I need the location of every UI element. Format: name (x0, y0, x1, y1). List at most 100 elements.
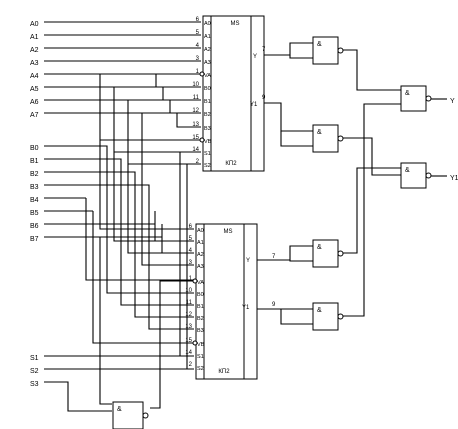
wire-m2y-nand3b (289, 260, 313, 262)
wire-m1y-nand1b (289, 55, 313, 59)
wire-a4-mux1-b (100, 73, 201, 88)
mux2-pin-S1: S1 (197, 354, 204, 360)
wire-a4-mux2 (44, 73, 194, 230)
mux1-pin-B1: B1 (204, 99, 211, 105)
mux2-inv-bubble (192, 340, 198, 346)
mux2-pin-B0: B0 (197, 292, 204, 298)
mux2-part: КП2 (218, 369, 230, 375)
mux1-pin-VB: VB (204, 139, 212, 145)
mux1-out-num-7: 7 (262, 47, 266, 53)
output-label-y: Y (450, 98, 455, 105)
wire-b0-mux2 (44, 145, 194, 294)
mux2-pin-B3: B3 (197, 328, 204, 334)
mux2-pin-A2: A2 (197, 252, 204, 258)
mux2-pin-num-4: 4 (189, 248, 193, 254)
mux2-pin-num-2: 2 (189, 362, 193, 368)
mux1-pin-A0: A0 (204, 21, 211, 27)
mux1-inv-bubble (199, 71, 205, 77)
input-label-a1: A1 (30, 34, 39, 41)
mux1-pin-num-10: 10 (192, 82, 199, 88)
input-label-b4: B4 (30, 197, 39, 204)
nand-2-body (312, 124, 339, 153)
mux2-pin-num-6: 6 (189, 224, 193, 230)
mux2-title: MS (224, 229, 233, 235)
mux2-out-strip (243, 223, 258, 380)
wire-n4-out (343, 103, 401, 317)
nand-out-y1-body (400, 162, 427, 189)
mux1-pin-num-2: 2 (196, 159, 200, 165)
wire-vb2 (92, 211, 194, 344)
wire-nand-out (150, 280, 194, 409)
input-label-a5: A5 (30, 86, 39, 93)
nand-2-bubble (337, 135, 344, 142)
wire-n3-out (343, 167, 401, 254)
wire-s3-feed (99, 237, 112, 405)
nand-s3-bubble (142, 412, 149, 419)
input-label-a0: A0 (30, 21, 39, 28)
input-label-a2: A2 (30, 47, 39, 54)
nand-2-label: & (317, 129, 322, 136)
mux1-out-strip (250, 15, 265, 172)
input-label-b2: B2 (30, 171, 39, 178)
input-label-a3: A3 (30, 60, 39, 67)
mux2-pin-num-10: 10 (185, 288, 192, 294)
mux2-inv-bubble (192, 278, 198, 284)
nand-3-label: & (317, 244, 322, 251)
nand-4-bubble (337, 313, 344, 320)
wire-n2-out (343, 137, 401, 176)
nand-out-y-label: & (405, 90, 410, 97)
wire-m1y1-nand2b (280, 131, 313, 147)
nand-out-y-bubble (425, 95, 432, 102)
mux1-pin-A3: A3 (204, 60, 211, 66)
mux1-pin-B3: B3 (204, 126, 211, 132)
nand-out-y1-bubble (425, 172, 432, 179)
wire-m2y-nand3 (257, 245, 313, 261)
mux1-pin-B0: B0 (204, 86, 211, 92)
wire-a5-mux2 (44, 86, 194, 242)
input-label-a7: A7 (30, 112, 39, 119)
nand-3-bubble (337, 250, 344, 257)
mux1-body (210, 15, 252, 172)
mux1-out-num-9: 9 (262, 95, 266, 101)
mux1-out-y1: Y1 (250, 102, 258, 108)
nand-4-body (312, 302, 339, 331)
mux2-pin-num-14: 14 (185, 350, 192, 356)
input-label-b1: B1 (30, 158, 39, 165)
nand-4-label: & (317, 307, 322, 314)
mux2-pin-A0: A0 (197, 228, 204, 234)
wire-a6-mux1-b (128, 99, 201, 114)
mux1-out-y: Y (253, 54, 257, 60)
mux1-pin-S1: S1 (204, 151, 211, 157)
mux1-pin-num-11: 11 (193, 95, 200, 101)
mux1-pin-A2: A2 (204, 47, 211, 53)
input-label-b7: B7 (30, 236, 39, 243)
mux2-pin-VA: VA (197, 280, 204, 286)
wire-n1-out (343, 49, 401, 91)
mux1-pin-num-6: 6 (196, 17, 200, 23)
wire-m1y1-nand2 (264, 102, 313, 132)
wire-s3 (44, 381, 112, 412)
input-label-a4: A4 (30, 73, 39, 80)
mux2-pin-num-15: 15 (185, 338, 192, 344)
mux2-body (203, 223, 245, 380)
mux1-pin-num-3: 3 (196, 56, 200, 62)
input-label-a6: A6 (30, 99, 39, 106)
mux1-pin-num-4: 4 (196, 43, 200, 49)
nand-1-body (312, 36, 339, 65)
wire-va2 (85, 198, 194, 281)
nand-out-y-body (400, 85, 427, 112)
nand-s3-label: & (117, 406, 122, 413)
output-label-y1: Y1 (450, 175, 458, 182)
components: MSКП2MSКП2A06A15A24A33VA1B010B111B212B31… (112, 15, 432, 429)
wire-m1y-nand1 (264, 42, 313, 56)
mux2-out-num-7: 7 (272, 254, 276, 260)
wire-m2y1-nand4b (280, 309, 313, 325)
mux2-pin-B2: B2 (197, 316, 204, 322)
wire-a7-mux2 (44, 112, 194, 266)
nand-1-bubble (337, 47, 344, 54)
input-label-s0: S1 (30, 355, 39, 362)
wire-b2-mux2 (44, 171, 194, 318)
mux2-pin-num-1: 1 (189, 276, 193, 282)
mux1-title: MS (231, 21, 240, 27)
mux2-out-num-9: 9 (272, 302, 276, 308)
